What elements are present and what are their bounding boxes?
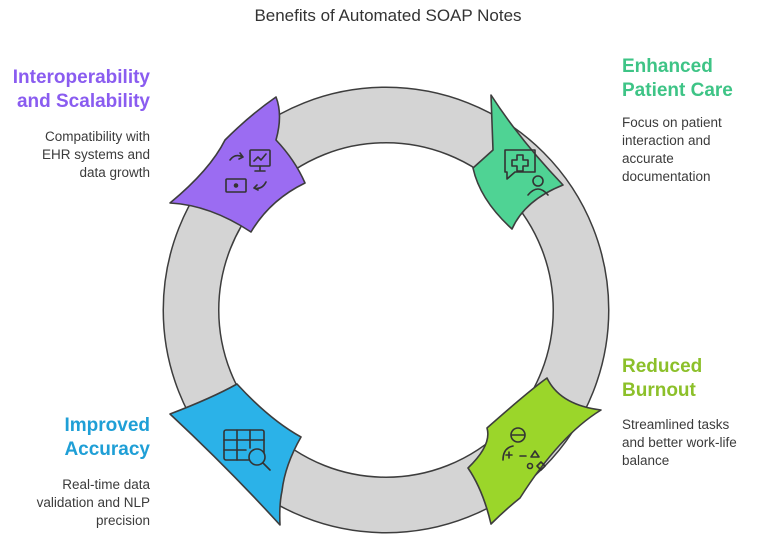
table-search-icon [223, 429, 271, 471]
interoperability-heading: Interoperability and Scalability [0, 66, 150, 114]
patient-care-arrow [472, 94, 564, 230]
interoperability-desc-line1: Compatibility with [44, 129, 150, 144]
interoperability-heading-line1: Interoperability [12, 67, 150, 88]
patient-care-description: Focus on patient interaction and accurat… [622, 114, 722, 186]
accuracy-heading-line1: Improved [64, 415, 150, 436]
interoperability-heading-line2: and Scalability [16, 91, 150, 112]
accuracy-heading: Improved Accuracy [0, 414, 150, 462]
patient-care-desc-line1: Focus on patient [622, 115, 722, 130]
burnout-heading: Reduced Burnout [622, 355, 702, 403]
burnout-description: Streamlined tasks and better work-life b… [622, 416, 737, 470]
accuracy-heading-line2: Accuracy [64, 439, 150, 460]
interoperability-description: Compatibility with EHR systems and data … [0, 128, 150, 182]
accuracy-desc-line1: Real-time data [62, 477, 150, 492]
accuracy-desc-line3: precision [95, 513, 150, 528]
ring-band-fill [164, 88, 608, 532]
burnout-desc-line3: balance [622, 453, 670, 468]
patient-care-heading-line1: Enhanced [622, 56, 713, 77]
patient-care-heading-line2: Patient Care [622, 80, 733, 101]
burnout-heading-line2: Burnout [622, 380, 696, 401]
medical-chat-user-icon [504, 149, 549, 196]
patient-care-desc-line4: documentation [622, 169, 711, 184]
person-balance-icon [502, 427, 546, 471]
patient-care-desc-line2: interaction and [622, 133, 711, 148]
patient-care-desc-line3: accurate [622, 151, 674, 166]
burnout-heading-line1: Reduced [622, 356, 703, 377]
interoperability-arrow [169, 96, 306, 233]
interoperability-desc-line3: data growth [79, 165, 150, 180]
interoperability-desc-line2: EHR systems and [41, 147, 150, 162]
accuracy-description: Real-time data validation and NLP precis… [0, 476, 150, 530]
burnout-desc-line2: and better work-life [622, 435, 737, 450]
accuracy-arrow [169, 383, 302, 526]
system-transfer-icon [225, 149, 271, 193]
accuracy-desc-line2: validation and NLP [36, 495, 150, 510]
diagram-title: Benefits of Automated SOAP Notes [254, 6, 522, 25]
patient-care-heading: Enhanced Patient Care [622, 55, 733, 103]
burnout-desc-line1: Streamlined tasks [622, 417, 730, 432]
